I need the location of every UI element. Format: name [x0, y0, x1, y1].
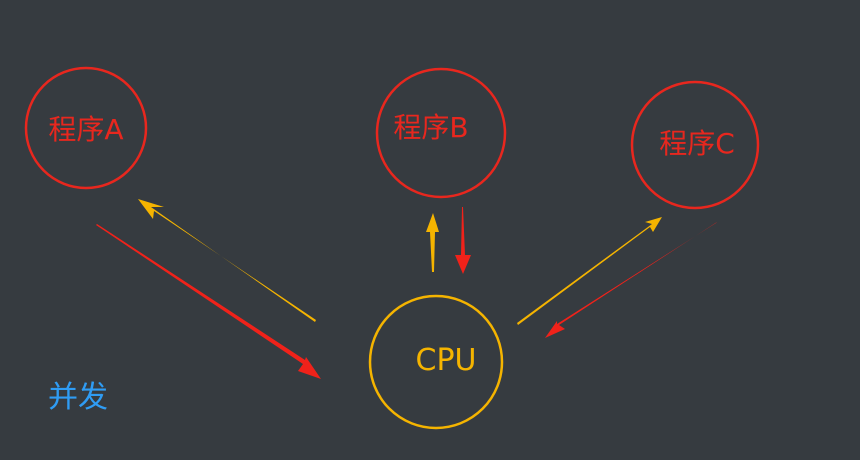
- program-a-node: 程序A: [24, 66, 148, 190]
- program-c-node: 程序C: [630, 80, 760, 210]
- arrow-program-a-to-cpu: [96, 224, 321, 379]
- program-b-label: 程序B: [393, 111, 468, 144]
- arrow-program-b-to-cpu: [455, 207, 471, 274]
- arrow-cpu-to-program-b: [426, 213, 439, 272]
- arrow-program-c-to-cpu: [545, 222, 717, 338]
- arrow-cpu-to-program-c: [517, 217, 662, 325]
- program-c-label: 程序C: [659, 127, 735, 160]
- program-b-node: 程序B: [375, 67, 507, 199]
- concurrency-caption: 并发: [48, 380, 108, 415]
- program-a-label: 程序A: [48, 113, 123, 146]
- cpu-label: CPU: [416, 343, 477, 378]
- arrow-cpu-to-program-a: [138, 199, 316, 322]
- cpu-node: CPU: [368, 294, 504, 430]
